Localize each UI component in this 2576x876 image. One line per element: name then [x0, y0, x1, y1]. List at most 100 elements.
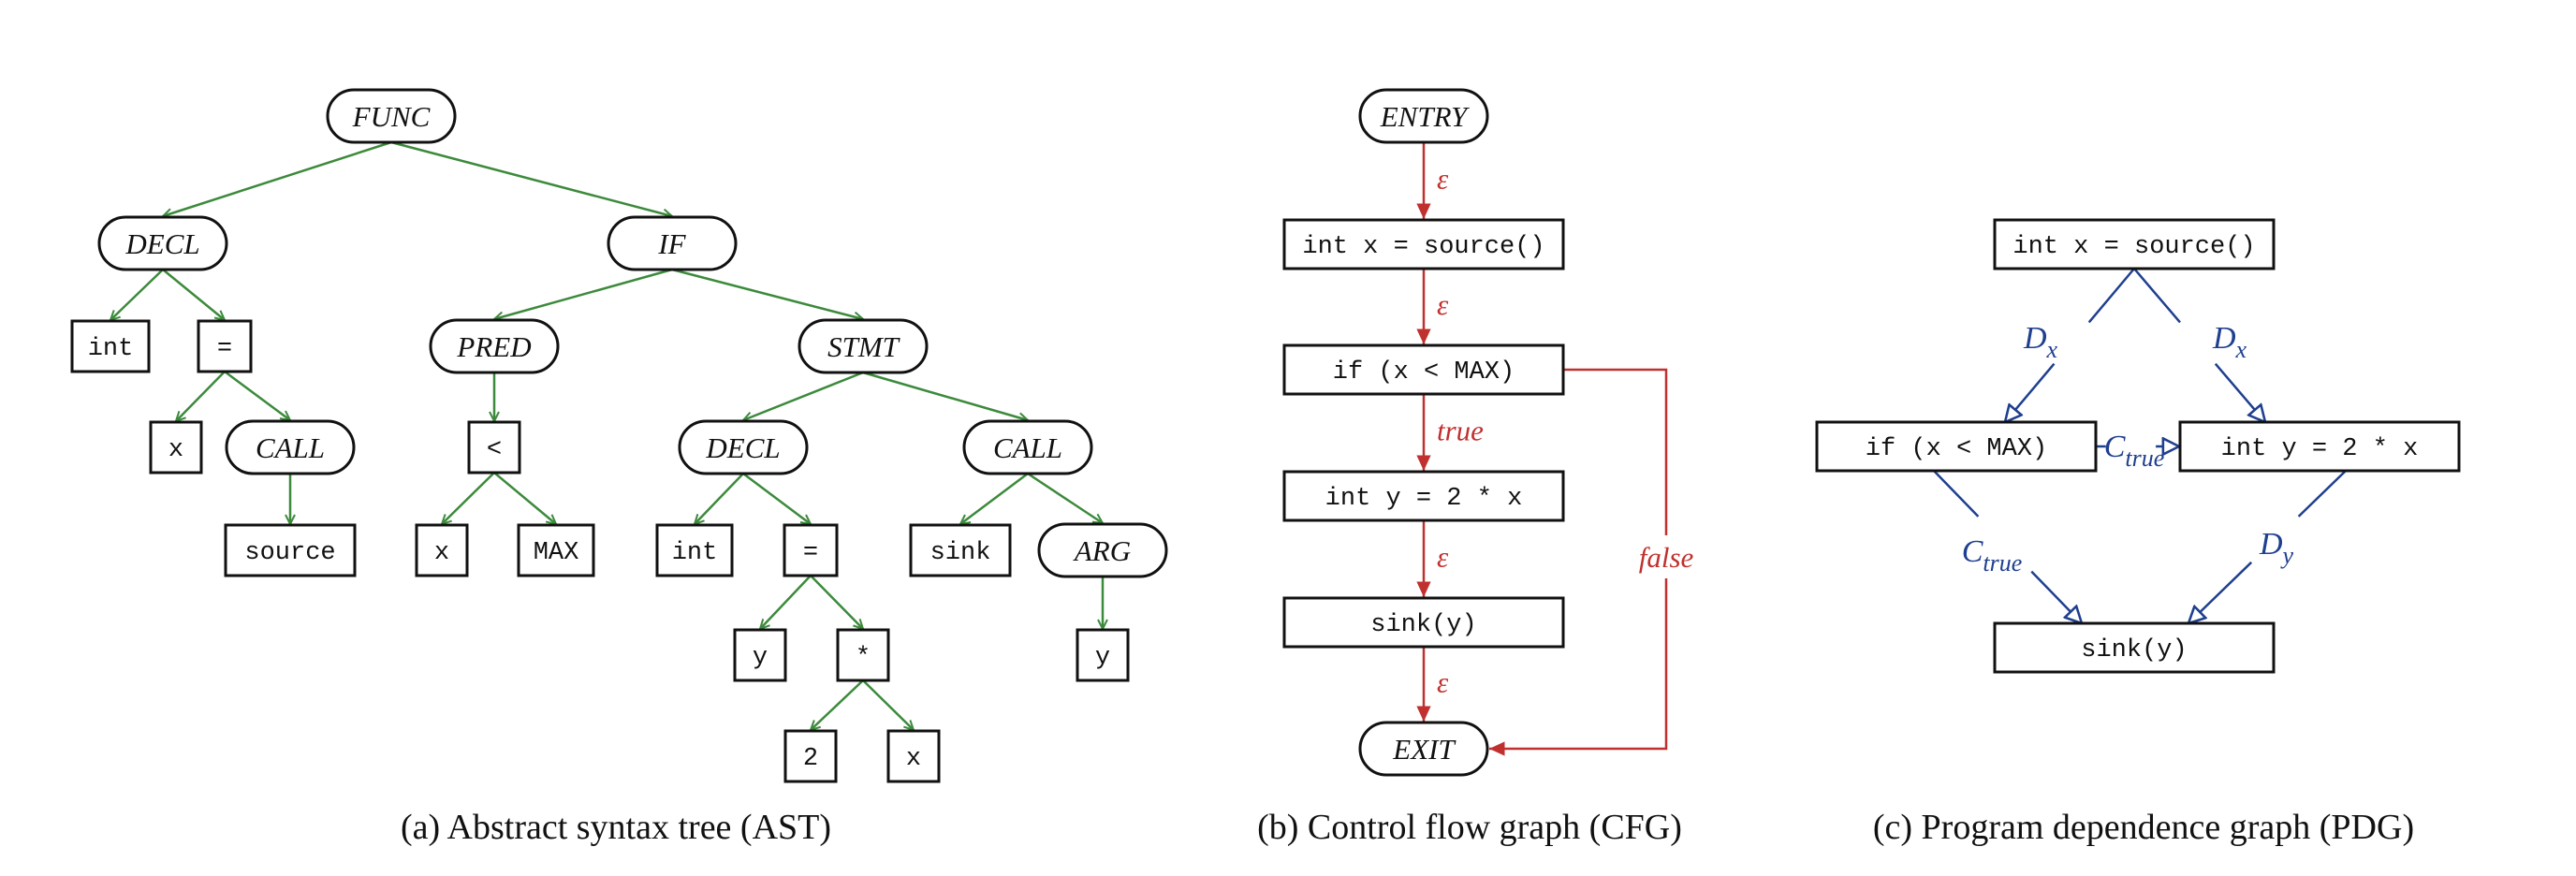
pdg-node-p2-label: if (x < MAX): [1866, 435, 2047, 463]
pdg-edge-line-b: [2214, 362, 2265, 422]
pdg-edge-label-main: C: [1962, 534, 1983, 569]
ast-node-if-box: [607, 215, 738, 271]
cfg-node-n1-box: [1282, 218, 1565, 270]
ast-node-pred-label: PRED: [456, 330, 531, 363]
cfg-node-n4-box: [1282, 596, 1565, 649]
cfg-edge-label: ε: [1437, 541, 1449, 574]
pdg-edge-line-b: [2030, 570, 2082, 623]
ast-node-func: FUNC: [326, 88, 457, 144]
ast-edge-func-decl1: [163, 140, 392, 216]
ast-edge-mul-two: [811, 679, 864, 730]
pdg-node-p4-label: sink(y): [2081, 636, 2187, 664]
ast-node-call2-label: CALL: [993, 431, 1062, 464]
ast-node-pred-box: [429, 318, 560, 374]
ast-edge-decl2-eq2: [742, 473, 811, 524]
cfg-edge-label-bg: [1631, 535, 1702, 578]
ast-node-x3-label: x: [906, 745, 921, 773]
cfg-node-n4: sink(y): [1282, 596, 1565, 649]
ast-node-x2-box: [415, 523, 469, 577]
cfg-edge-label: ε: [1437, 288, 1449, 321]
ast-node-int1-label: int: [88, 335, 134, 363]
ast-edge-eq2-mul: [810, 575, 863, 629]
cfg-node-n3: int y = 2 * x: [1282, 470, 1565, 522]
pdg-edge-label-main: D: [2023, 321, 2047, 356]
ast-node-mul-box: [836, 628, 890, 682]
ast-node-y1: y: [733, 628, 787, 682]
ast-node-call1-label: CALL: [256, 431, 325, 464]
ast-edge-call2-arg: [1027, 472, 1103, 523]
cfg-edge-label: ε: [1437, 163, 1449, 196]
ast-node-two-box: [783, 729, 838, 783]
pdg-edge-label-main: D: [2259, 527, 2283, 562]
ast-node-lt-box: [467, 420, 521, 474]
ast-node-arg-box: [1037, 522, 1168, 578]
ast-node-sink: sink: [909, 523, 1012, 577]
cfg-node-n3-label: int y = 2 * x: [1325, 485, 1523, 513]
ast-node-decl2-label: DECL: [705, 431, 780, 464]
pdg-edge-p1-p3: Dx: [2133, 268, 2265, 422]
ast-edge-lt-x2: [442, 472, 495, 524]
pdg-edge-label-main: D: [2212, 321, 2236, 356]
ast-node-eq1-label: =: [217, 335, 232, 363]
ast-node-eq2-box: [783, 523, 839, 577]
ast-node-decl1: DECL: [97, 215, 228, 271]
pdg-edge-label: Dx: [2212, 321, 2247, 363]
ast-node-source: source: [224, 523, 357, 577]
ast-node-pred: PRED: [429, 318, 560, 374]
pdg-edge-line-a: [2087, 268, 2135, 324]
pdg-edge-line-a: [2133, 268, 2181, 324]
pdg-node-p1-box: [1993, 218, 2276, 270]
pdg-edge-p2-p4: Ctrue: [1933, 470, 2082, 623]
ast-node-y1-box: [733, 628, 787, 682]
ast-edge-eq2-y1: [760, 575, 812, 629]
ast-edge-stmt-decl2: [743, 371, 864, 420]
pdg-node-p1: int x = source(): [1993, 218, 2276, 270]
ast-edge-decl1-int1: [110, 269, 164, 320]
pdg-nodes: int x = source()if (x < MAX)int y = 2 * …: [1815, 218, 2461, 674]
ast-node-int2-box: [655, 523, 734, 577]
ast-node-decl1-label: DECL: [124, 227, 199, 260]
ast-node-y2-label: y: [1095, 644, 1110, 672]
cfg-node-entry: ENTRY: [1358, 88, 1489, 144]
ast-node-x1-label: x: [168, 436, 183, 464]
ast-node-int1: int: [70, 319, 151, 373]
caption-ast: (a) Abstract syntax tree (AST): [401, 808, 831, 847]
cfg-node-exit-label: EXIT: [1392, 733, 1456, 766]
pdg-edge-label-sub: y: [2280, 542, 2294, 569]
cfg-edge-label: false: [1639, 541, 1694, 574]
cfg-node-n1: int x = source(): [1282, 218, 1565, 270]
pdg-edge-line-a: [1933, 470, 1980, 518]
ast-node-two: 2: [783, 729, 838, 783]
cfg-node-entry-label: ENTRY: [1380, 100, 1470, 133]
ast-node-x2: x: [415, 523, 469, 577]
ast-node-source-box: [224, 523, 357, 577]
ast-edge-func-if: [390, 140, 672, 216]
ast-node-decl1-box: [97, 215, 228, 271]
pdg-edge-line-b: [2188, 561, 2253, 623]
ast-node-eq2: =: [783, 523, 839, 577]
ast-node-max-box: [517, 523, 595, 577]
ast-node-int1-box: [70, 319, 151, 373]
ast-node-stmt-label: STMT: [827, 330, 901, 363]
ast-edge-lt-max: [493, 472, 556, 524]
ast-node-y2: y: [1076, 628, 1130, 682]
pdg-edge-p3-p4: Dy: [2188, 470, 2347, 623]
ast-edge-stmt-call2: [862, 371, 1028, 420]
ast-node-x2-label: x: [434, 539, 449, 567]
cfg-edge-n1-n2: ε: [1416, 269, 1449, 344]
pdg-node-p4-box: [1993, 621, 2276, 674]
ast-edge-if-stmt: [671, 268, 863, 319]
ast-node-y2-box: [1076, 628, 1130, 682]
pdg-node-p1-label: int x = source(): [2012, 233, 2255, 261]
ast-node-x3: x: [886, 729, 941, 783]
caption-cfg: (b) Control flow graph (CFG): [1257, 808, 1682, 847]
pdg-edge-p2-p3: Ctrue: [2096, 430, 2179, 472]
cfg-node-n2-box: [1282, 343, 1565, 396]
ast-node-call2: CALL: [962, 419, 1093, 475]
cfg-edge-entry-n1: ε: [1416, 142, 1449, 219]
cfg-edge-n4-exit: ε: [1416, 647, 1449, 722]
cfg-node-entry-box: [1358, 88, 1489, 144]
